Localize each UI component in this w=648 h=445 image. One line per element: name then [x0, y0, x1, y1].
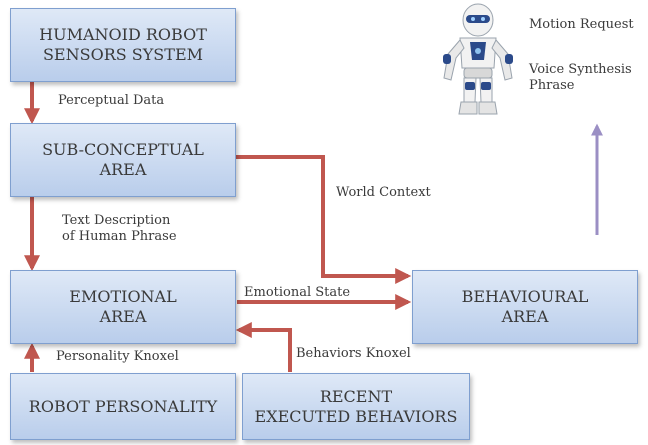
text-description-label: Text Description of Human Phrase: [62, 213, 177, 245]
behavioural-area-label: BEHAVIOURAL AREA: [461, 287, 589, 326]
emotional-area-box: EMOTIONAL AREA: [10, 270, 236, 344]
sensors-system-box: HUMANOID ROBOT SENSORS SYSTEM: [10, 8, 236, 82]
recent-executed-behaviors-box: RECENT EXECUTED BEHAVIORS: [242, 373, 470, 440]
personality-knoxel-label: Personality Knoxel: [56, 349, 179, 364]
behaviors-knoxel-label: Behaviors Knoxel: [296, 346, 411, 361]
arrow-world-context: [236, 155, 412, 284]
voice-synthesis-label: Voice Synthesis Phrase: [529, 62, 632, 94]
sensors-system-label: HUMANOID ROBOT SENSORS SYSTEM: [39, 25, 207, 64]
perceptual-data-label: Perceptual Data: [58, 93, 165, 108]
humanoid-robot-icon: [443, 3, 513, 115]
sub-conceptual-area-label: SUB-CONCEPTUAL AREA: [42, 140, 204, 179]
robot-personality-box: ROBOT PERSONALITY: [10, 373, 236, 440]
robot-personality-label: ROBOT PERSONALITY: [28, 396, 218, 416]
emotional-state-label: Emotional State: [244, 285, 351, 300]
sub-conceptual-area-box: SUB-CONCEPTUAL AREA: [10, 123, 236, 197]
behavioural-area-box: BEHAVIOURAL AREA: [412, 270, 638, 344]
arrow-behaviors-knoxel: [235, 322, 292, 372]
emotional-area-label: EMOTIONAL AREA: [69, 287, 177, 326]
motion-request-label: Motion Request: [529, 17, 634, 32]
world-context-label: World Context: [336, 185, 431, 200]
recent-executed-behaviors-label: RECENT EXECUTED BEHAVIORS: [254, 386, 458, 426]
